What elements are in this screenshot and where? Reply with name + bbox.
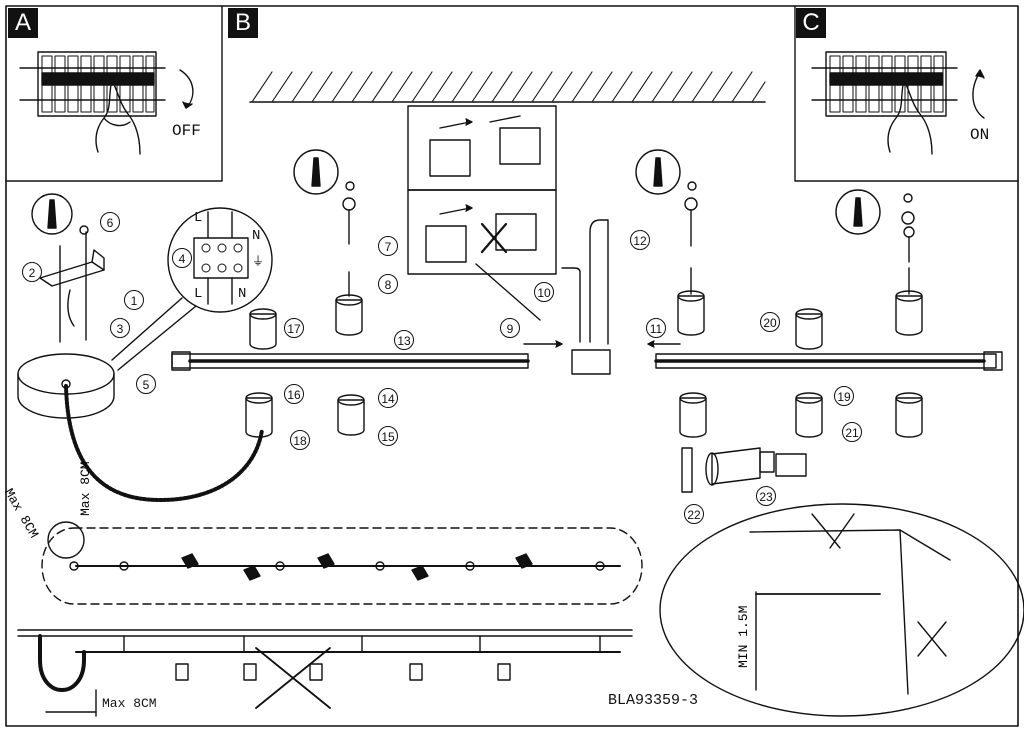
panel-a-letter: A: [8, 8, 38, 38]
rail-holder: [679, 392, 707, 438]
model-code: BLA93359-3: [608, 692, 699, 709]
track-overview: [41, 521, 643, 605]
rail-holder: [245, 392, 273, 438]
panel-c-switch-on: [794, 5, 1019, 182]
step-15: 15: [378, 426, 398, 446]
step-9: 9: [500, 318, 520, 338]
connector-inset: [407, 105, 557, 321]
rail-holder: [895, 392, 923, 438]
max-8cm-bottom-label: Max 8CM: [102, 696, 157, 711]
step-13: 13: [394, 330, 414, 350]
wall-plug-icon: [31, 193, 89, 235]
panel-c-letter: C: [796, 8, 826, 38]
step-8: 8: [378, 274, 398, 294]
step-23: 23: [756, 486, 776, 506]
step-5: 5: [136, 374, 156, 394]
switch-hand-icon: [95, 79, 141, 155]
rail-holder: [795, 392, 823, 438]
track-rail-right: [654, 351, 1003, 371]
rail-holder: [795, 308, 823, 350]
step-14: 14: [378, 388, 398, 408]
screwdriver-icon: [589, 219, 609, 345]
step-1: 1: [124, 290, 144, 310]
step-18: 18: [290, 430, 310, 450]
breaker-box-icon: [811, 51, 958, 117]
breaker-box-icon: [19, 51, 166, 117]
step-3: 3: [110, 318, 130, 338]
step-22: 22: [684, 504, 704, 524]
step-7: 7: [378, 236, 398, 256]
off-label: OFF: [172, 122, 201, 140]
step-10: 10: [534, 282, 554, 302]
step-16: 16: [284, 384, 304, 404]
terminal-l-label: L: [194, 210, 203, 226]
step-21: 21: [842, 422, 862, 442]
cross-out-icon: [811, 513, 855, 549]
cross-out-icon: [255, 647, 331, 709]
step-6: 6: [100, 212, 120, 232]
ground-symbol-icon: ⏚: [252, 255, 265, 269]
rail-holder: [249, 308, 277, 350]
step-4: 4: [172, 248, 192, 268]
terminal-bottom-n-label: N: [238, 286, 247, 302]
max-8cm-vertical-label: Max 8CM: [78, 461, 93, 516]
step-11: 11: [646, 318, 666, 338]
panel-a-switch-off: [5, 5, 223, 182]
ceiling-hatch: [249, 71, 766, 103]
cross-out-icon: [917, 621, 947, 657]
ceiling-track-side-view: [17, 629, 633, 717]
step-17: 17: [284, 318, 304, 338]
room-view-inset: [659, 503, 1024, 717]
flexible-cable: [64, 384, 264, 502]
step-12: 12: [630, 230, 650, 250]
spotlight-icon: [681, 447, 807, 493]
rail-holder: [677, 197, 705, 336]
terminal-bottom-l-label: L: [194, 286, 203, 302]
step-19: 19: [834, 386, 854, 406]
on-label: ON: [970, 126, 990, 144]
page-frame: [5, 5, 1019, 727]
mounting-bracket: [39, 231, 105, 343]
panel-b-letter: B: [228, 8, 258, 38]
terminal-n-label: N: [252, 228, 261, 244]
rail-holder: [337, 394, 365, 436]
wall-plug-icon: [635, 149, 697, 195]
step-2: 2: [22, 262, 42, 282]
track-rail-left: [171, 351, 530, 371]
cross-out-icon: [480, 222, 508, 254]
rotate-arrow-icon: [972, 71, 985, 119]
rail-holder: [895, 226, 923, 336]
terminal-block-inset: [111, 207, 273, 371]
rail-holder: [335, 197, 363, 336]
min-height-label: MIN 1.5M: [736, 605, 751, 668]
screwdriver-icon: [561, 267, 581, 343]
step-20: 20: [760, 312, 780, 332]
switch-hand-icon: [887, 79, 933, 155]
rail-connector: [571, 349, 611, 375]
rotate-arrow-icon: [179, 69, 194, 109]
wall-plug-icon: [293, 149, 355, 195]
wall-plug-icon: [835, 189, 915, 235]
